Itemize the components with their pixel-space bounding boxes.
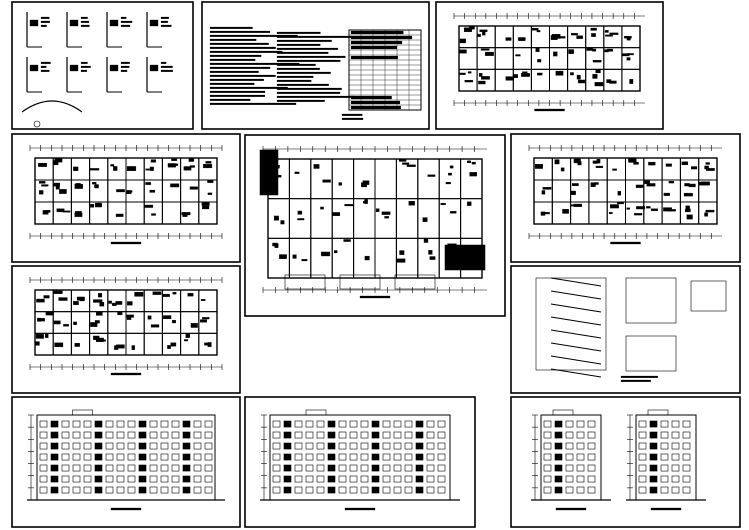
sheet-6-floor-plan (510, 133, 741, 263)
sheet-4-floor-plan (11, 133, 241, 263)
sheet-9-elevation (11, 396, 241, 528)
sheet-11-side-elevation (510, 396, 741, 528)
sheet-3-floor-plan (435, 1, 664, 130)
sheet-10-elevation (244, 396, 476, 528)
sheet-1-details (11, 1, 194, 130)
sheet-8-section (510, 265, 741, 394)
sheet-2-notes-table (201, 1, 430, 130)
sheet-5-site-plan (244, 134, 506, 317)
sheet-7-floor-plan (11, 265, 241, 394)
